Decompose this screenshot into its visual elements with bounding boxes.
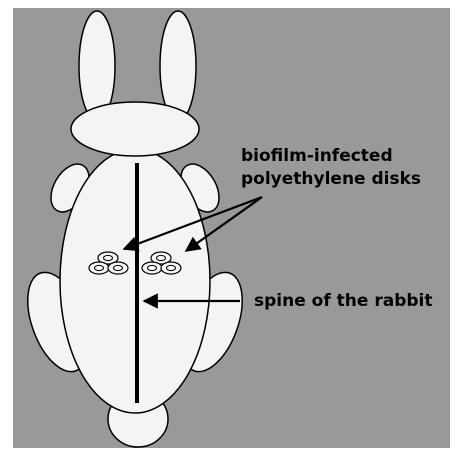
rabbit-head	[71, 102, 199, 156]
disk	[108, 262, 128, 274]
disk	[89, 262, 109, 274]
disks-label-line2: polyethylene disks	[241, 169, 421, 189]
spine-label: spine of the rabbit	[254, 291, 432, 311]
disk	[161, 262, 181, 274]
disk	[142, 262, 162, 274]
disks-label-line1: biofilm-infected	[241, 146, 393, 166]
